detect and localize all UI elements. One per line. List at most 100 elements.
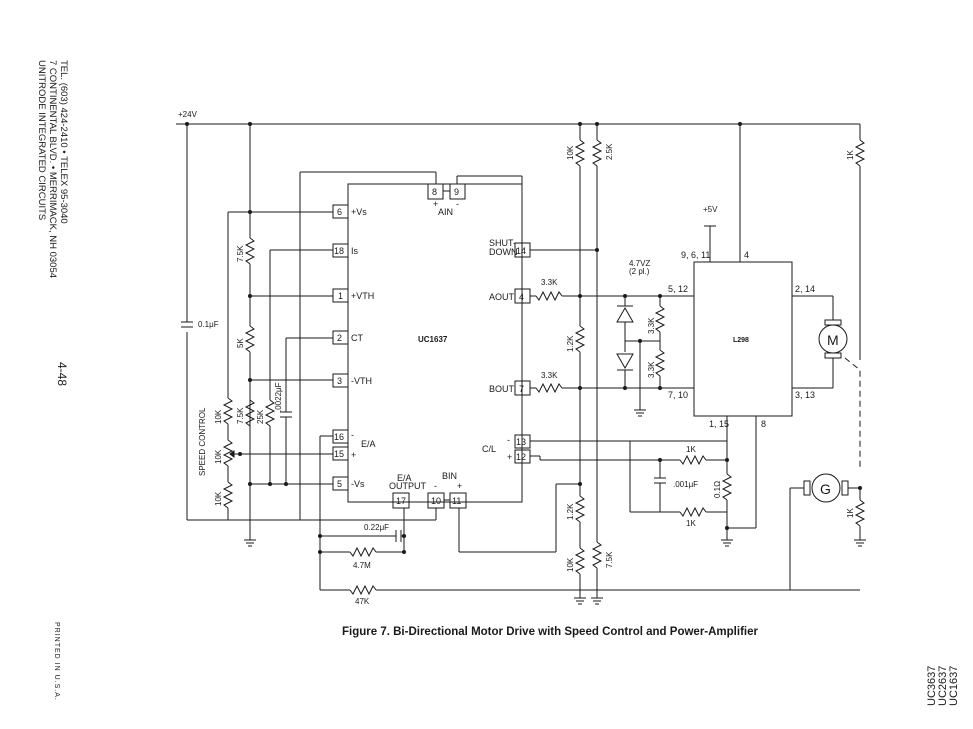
svg-text:M: M: [827, 332, 839, 348]
supply-rail: [176, 123, 861, 521]
right-edge-labels: 1K 1K: [846, 150, 855, 518]
svg-text:18: 18: [334, 246, 344, 256]
svg-text:-Vs: -Vs: [351, 479, 365, 489]
svg-text:10K: 10K: [214, 491, 223, 506]
uc1637-ic: UC1637: [347, 183, 523, 503]
svg-text:1.2K: 1.2K: [566, 503, 575, 520]
svg-text:.0022μF: .0022μF: [274, 382, 283, 412]
svg-text:+: +: [433, 199, 438, 209]
svg-text:3.3K: 3.3K: [541, 278, 558, 287]
svg-text:7.5K: 7.5K: [605, 551, 614, 568]
mechanical-coupling: [844, 357, 861, 470]
svg-text:3.3K: 3.3K: [647, 361, 656, 378]
uc1637-bottom-pins: 17 10 11 E/A OUTPUT BIN - +: [389, 471, 467, 509]
svg-text:C/L: C/L: [482, 444, 496, 454]
supply-5v-label: +5V: [703, 205, 718, 214]
svg-text:1: 1: [338, 291, 343, 301]
uc1637-label: UC1637: [418, 335, 448, 344]
svg-text:BOUT: BOUT: [489, 384, 515, 394]
svg-text:10K: 10K: [214, 409, 223, 424]
svg-text:7: 7: [519, 384, 524, 394]
svg-text:CT: CT: [351, 333, 363, 343]
svg-text:-: -: [456, 199, 459, 209]
svg-text:.001μF: .001μF: [673, 480, 698, 489]
svg-text:10K: 10K: [566, 557, 575, 572]
svg-text:5, 12: 5, 12: [668, 284, 688, 294]
junction-dots: [185, 122, 862, 554]
svg-text:-: -: [434, 481, 437, 491]
svg-text:9: 9: [454, 187, 459, 197]
uc1637-right-pins: 14 SHUT- DOWN 4 AOUT 7 BOUT 13 12 C/L - …: [482, 238, 531, 464]
svg-text:AOUT: AOUT: [489, 292, 515, 302]
svg-text:0.1Ω: 0.1Ω: [713, 481, 722, 498]
right-network: [530, 139, 757, 605]
svg-text:7.5K: 7.5K: [236, 407, 245, 424]
svg-text:Is: Is: [351, 246, 359, 256]
l298-ic: L298 +5V 9, 6, 11 4 5, 12 2, 14 7, 10 3,…: [668, 205, 834, 429]
svg-text:4.7VZ: 4.7VZ: [629, 259, 650, 268]
svg-text:2: 2: [337, 333, 342, 343]
svg-text:3: 3: [337, 376, 342, 386]
svg-text:-: -: [507, 435, 510, 445]
l298-label: L298: [733, 337, 749, 344]
svg-text:10K: 10K: [566, 145, 575, 160]
svg-text:+: +: [507, 452, 512, 462]
left-network: [181, 172, 333, 590]
svg-text:1K: 1K: [846, 508, 855, 518]
svg-text:4.7M: 4.7M: [353, 561, 371, 570]
svg-text:5: 5: [337, 479, 342, 489]
right-edge-resistors: [854, 139, 866, 547]
generator-icon: G: [789, 473, 860, 590]
svg-text:13: 13: [516, 437, 526, 447]
svg-text:G: G: [820, 481, 831, 497]
left-network-labels: 0.1μF 7.5K 5K 7.5K 25K .0022μF 10K 10K 1…: [198, 245, 283, 506]
svg-text:E/A: E/A: [397, 473, 412, 483]
svg-text:(2 pl.): (2 pl.): [629, 267, 650, 276]
svg-text:8: 8: [432, 187, 437, 197]
svg-text:47K: 47K: [355, 597, 370, 606]
svg-text:11: 11: [452, 496, 461, 506]
svg-text:3, 13: 3, 13: [795, 390, 815, 400]
svg-text:1K: 1K: [846, 150, 855, 160]
bottom-labels: 0.22μF 4.7M 47K: [353, 523, 389, 606]
svg-text:7.5K: 7.5K: [236, 245, 245, 262]
svg-text:5K: 5K: [236, 338, 245, 348]
uc1637-left-pins: 6 +Vs 18 Is 1 +VTH 2 CT 3 -VTH 16 15 - E…: [332, 204, 376, 491]
speed-control-label: SPEED CONTROL: [198, 407, 207, 476]
svg-text:4: 4: [744, 250, 749, 260]
svg-text:25K: 25K: [256, 409, 265, 424]
svg-text:2.5K: 2.5K: [605, 143, 614, 160]
svg-text:16: 16: [334, 432, 344, 442]
svg-text:14: 14: [516, 246, 526, 256]
svg-text:+VTH: +VTH: [351, 291, 374, 301]
svg-text:+Vs: +Vs: [351, 207, 367, 217]
svg-text:-: -: [351, 430, 354, 440]
svg-text:BIN: BIN: [442, 471, 457, 481]
svg-text:17: 17: [396, 496, 406, 506]
svg-text:7, 10: 7, 10: [668, 390, 688, 400]
svg-text:E/A: E/A: [361, 439, 376, 449]
figure-caption: Figure 7. Bi-Directional Motor Drive wit…: [342, 626, 758, 638]
svg-text:10K: 10K: [214, 449, 223, 464]
svg-text:1, 15: 1, 15: [709, 419, 729, 429]
svg-text:1K: 1K: [686, 445, 696, 454]
supply-24v-label: +24V: [178, 110, 198, 119]
svg-text:3.3K: 3.3K: [647, 317, 656, 334]
svg-text:8: 8: [761, 419, 766, 429]
svg-text:15: 15: [334, 449, 344, 459]
svg-text:1K: 1K: [686, 519, 696, 528]
svg-text:-VTH: -VTH: [351, 376, 372, 386]
motor-icon: M: [818, 319, 848, 359]
svg-text:DOWN: DOWN: [489, 247, 518, 257]
svg-text:SHUT-: SHUT-: [489, 238, 516, 248]
svg-text:0.22μF: 0.22μF: [364, 523, 389, 532]
svg-text:AIN: AIN: [438, 207, 453, 217]
svg-text:2, 14: 2, 14: [795, 284, 815, 294]
svg-text:9, 6, 11: 9, 6, 11: [681, 250, 710, 260]
uc1637-top-pins: 8 9 + - AIN: [300, 171, 523, 217]
svg-text:3.3K: 3.3K: [541, 371, 558, 380]
svg-text:12: 12: [516, 452, 526, 462]
svg-text:10: 10: [431, 496, 441, 506]
